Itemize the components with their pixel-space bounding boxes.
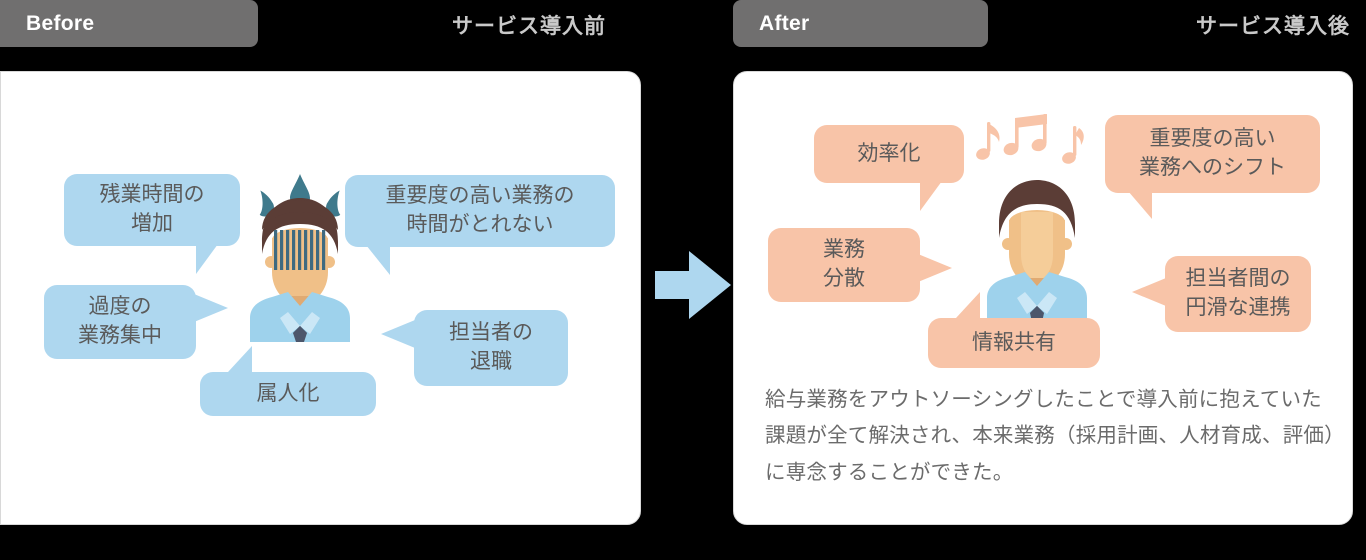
relieved-person-figure	[987, 180, 1087, 320]
bubble-efficiency: 効率化	[814, 125, 964, 183]
bubble-staff-resignation: 担当者の 退職	[414, 310, 568, 386]
bubble-work-distribution: 業務 分散	[768, 228, 920, 302]
stressed-person-figure	[250, 174, 350, 342]
bubble-text: 情報共有	[972, 330, 1056, 354]
tab-before-label: Before	[26, 11, 95, 35]
bubble-text: 業務 分散	[823, 238, 865, 290]
tab-after[interactable]: After	[733, 0, 988, 47]
bubble-text: 過度の 業務集中	[78, 295, 162, 347]
after-description-text: 給与業務をアウトソーシングしたことで導入前に抱えていた課題が全て解決され、本来業…	[765, 388, 1335, 484]
bubble-tail-work-distribution	[918, 254, 952, 282]
bubble-text: 担当者間の 円滑な連携	[1185, 267, 1291, 319]
bubble-text: 担当者の 退職	[449, 321, 533, 373]
bubble-tail-overtime-increase	[196, 244, 218, 274]
transition-arrow-icon	[655, 251, 731, 319]
bubble-text: 重要度の高い 業務へのシフト	[1139, 127, 1286, 179]
tab-after-label: After	[759, 11, 810, 35]
bubble-tail-shift-to-high-value	[1128, 191, 1152, 219]
bubble-tail-no-time-for-high-priority	[366, 245, 390, 275]
bubble-tail-information-sharing	[956, 292, 980, 318]
bubble-tail-staff-resignation	[381, 320, 415, 348]
bubble-personalization: 属人化	[200, 372, 376, 416]
caption-before: サービス導入前	[452, 15, 606, 38]
bubble-text: 重要度の高い業務の 時間がとれない	[385, 184, 575, 236]
bubble-overtime-increase: 残業時間の 増加	[64, 174, 240, 246]
bubble-no-time-for-high-priority: 重要度の高い業務の 時間がとれない	[345, 175, 615, 247]
bubble-tail-smooth-coordination	[1132, 278, 1166, 306]
music-notes-icon	[976, 114, 1084, 164]
bubble-tail-efficiency	[920, 181, 942, 211]
bubble-text: 効率化	[857, 141, 921, 165]
tab-before[interactable]: Before	[0, 0, 258, 47]
bubble-excessive-workload: 過度の 業務集中	[44, 285, 196, 359]
caption-after: サービス導入後	[1196, 15, 1350, 38]
bubble-text: 属人化	[256, 381, 320, 405]
bubble-smooth-coordination: 担当者間の 円滑な連携	[1165, 256, 1311, 332]
bubble-text: 残業時間の 増加	[99, 183, 205, 235]
bubble-shift-to-high-value: 重要度の高い 業務へのシフト	[1105, 115, 1320, 193]
bubble-tail-excessive-workload	[194, 294, 228, 322]
bubble-tail-personalization	[228, 346, 252, 372]
bubble-information-sharing: 情報共有	[928, 318, 1100, 368]
